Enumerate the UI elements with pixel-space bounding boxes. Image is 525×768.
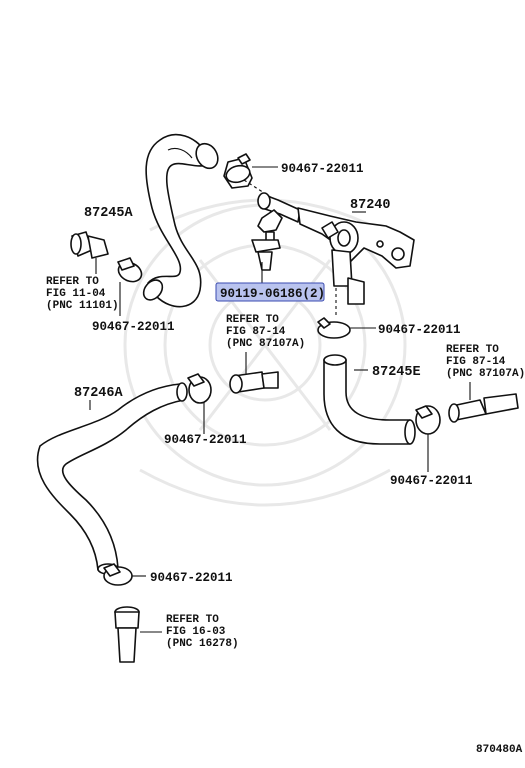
hose-87245a[interactable]: [140, 133, 222, 308]
ref-fig-87-14-center-line1: REFER TO: [226, 314, 279, 326]
clamp-bottom[interactable]: [103, 563, 133, 586]
ref-fig-87-14-right-line3: (PNC 87107A): [446, 368, 525, 380]
clamp-valve[interactable]: [317, 317, 351, 339]
callout-clamp-left-mid[interactable]: 90467-22011: [92, 320, 175, 334]
callout-clamp-top[interactable]: 90467-22011: [281, 162, 364, 176]
ref-fig-87-14-center-line3: (PNC 87107A): [226, 338, 305, 350]
callout-clamp-center[interactable]: 90467-22011: [164, 433, 247, 447]
fitting-fig-11-04[interactable]: [70, 231, 109, 259]
callout-hose-a[interactable]: 87245A: [84, 206, 134, 221]
callout-clamp-right[interactable]: 90467-22011: [390, 474, 473, 488]
callout-clamp-valve[interactable]: 90467-22011: [378, 323, 461, 337]
clamp-center[interactable]: [187, 373, 212, 404]
ref-fig-11-04-line1: REFER TO: [46, 276, 99, 288]
callout-bolt-highlighted[interactable]: 90119-06186(2): [220, 287, 325, 301]
ref-fig-16-03-line2[interactable]: FIG 16-03: [166, 626, 226, 638]
highlight-box: [215, 282, 325, 302]
clamp-top[interactable]: [223, 153, 253, 189]
callout-hose-lower-left[interactable]: 87246A: [74, 386, 124, 401]
ref-fig-87-14-center-line2[interactable]: FIG 87-14: [226, 326, 286, 338]
ref-fig-16-03-line3: (PNC 16278): [166, 638, 239, 650]
ref-fig-11-04-line3: (PNC 11101): [46, 300, 119, 312]
fitting-fig-16-03[interactable]: [114, 606, 140, 663]
callout-hose-e[interactable]: 87245E: [372, 365, 421, 380]
clamp-right[interactable]: [415, 405, 441, 435]
ref-fig-87-14-right-line1: REFER TO: [446, 344, 499, 356]
hose-87246a[interactable]: [36, 382, 188, 575]
fitting-fig-87-14-right[interactable]: [448, 393, 519, 423]
hose-87245e[interactable]: [323, 354, 416, 445]
ref-fig-16-03-line1: REFER TO: [166, 614, 219, 626]
bolt-90119-06186[interactable]: [251, 209, 283, 271]
ref-fig-11-04-line2[interactable]: FIG 11-04: [46, 288, 106, 300]
valve-assembly-87240[interactable]: [257, 192, 415, 305]
fitting-fig-87-14-center[interactable]: [229, 371, 279, 394]
clamp-left-mid[interactable]: [115, 257, 144, 285]
callout-clamp-bottom[interactable]: 90467-22011: [150, 571, 233, 585]
figure-id: 870480A: [476, 744, 523, 756]
callout-valve-assy[interactable]: 87240: [350, 198, 391, 213]
ref-fig-87-14-right-line2[interactable]: FIG 87-14: [446, 356, 506, 368]
